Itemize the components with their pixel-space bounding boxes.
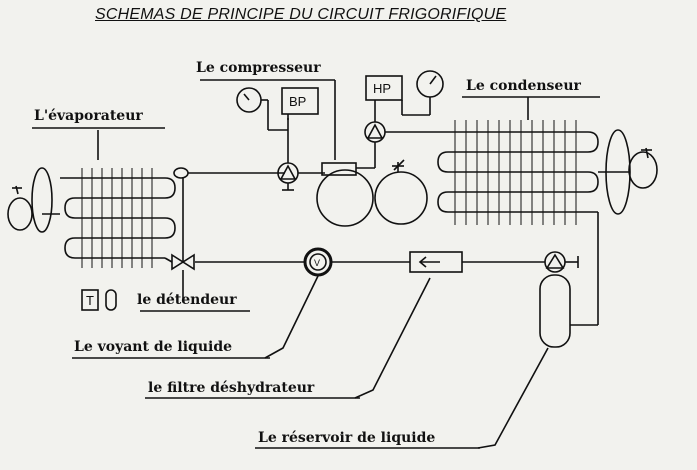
thermostat-label: T	[86, 293, 94, 308]
evaporator-coil	[60, 167, 189, 268]
sight-glass-label: V	[314, 258, 320, 268]
bp-box-label: BP	[289, 94, 306, 109]
hp-box-label: HP	[373, 81, 391, 96]
filter-drier	[409, 251, 463, 273]
expansion-valve-label: le détendeur	[137, 292, 237, 308]
evaporator-fan-icon	[7, 167, 60, 233]
diagram-title: SCHEMAS DE PRINCIPE DU CIRCUIT FRIGORIFI…	[95, 6, 507, 23]
oil-separator	[374, 159, 428, 225]
condenser-coil	[437, 120, 599, 225]
condenser-fan-icon	[598, 129, 658, 215]
compressor-label: Le compresseur	[196, 60, 321, 76]
condenser-label: Le condenseur	[466, 78, 581, 94]
evaporator-label: L'évaporateur	[34, 108, 143, 124]
expansion-valve-icon	[164, 178, 195, 271]
compressor	[316, 162, 374, 227]
sight-glass-text: Le voyant de liquide	[74, 339, 233, 355]
liquid-receiver-label: Le réservoir de liquide	[258, 430, 436, 446]
liquid-receiver	[539, 251, 579, 348]
filter-drier-label: le filtre déshydrateur	[148, 380, 315, 396]
